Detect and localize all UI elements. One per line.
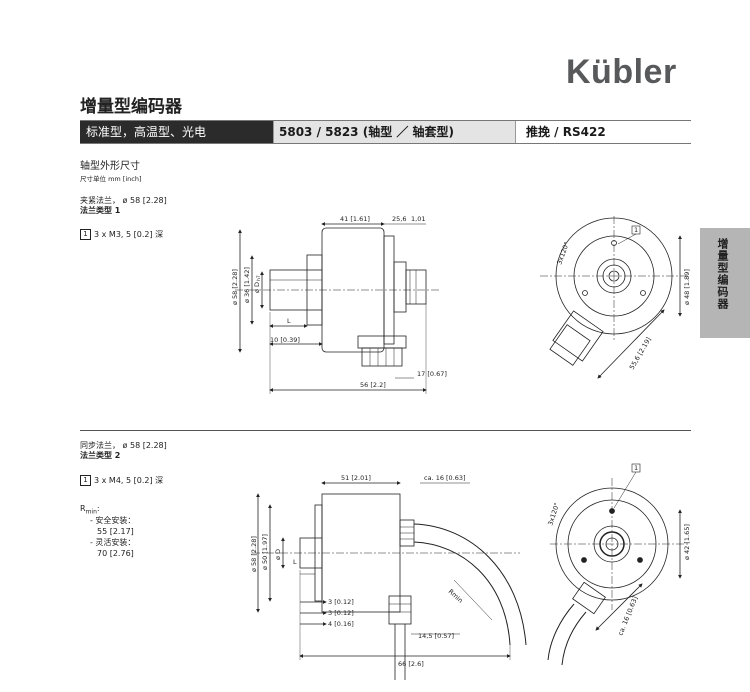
dim-66: 66 [2.6]: [398, 660, 424, 668]
dim-17: 17 [0.67]: [417, 370, 447, 378]
drawing1-side-view: [235, 222, 440, 394]
section1-note-text: 3 x M3, 5 [0.2] 深: [94, 230, 164, 239]
section1-units: 尺寸单位 mm [inch]: [80, 175, 142, 183]
header-interface-text: 推挽 / RS422: [526, 125, 606, 139]
dim-D: ø D: [253, 282, 261, 293]
header-interface: 推挽 / RS422: [515, 121, 691, 143]
section2-note-text: 3 x M4, 5 [0.2] 深: [94, 476, 164, 485]
dim-145: 14,5 [0.57]: [418, 632, 454, 640]
drawing1-front-view: [540, 216, 690, 379]
section1-flange-2: 法兰类型 1: [80, 206, 121, 215]
dim-25: 25,6: [392, 215, 406, 223]
dim-42: ø 42 [1.65]: [683, 524, 691, 560]
note-number-box: 1: [80, 475, 91, 486]
side-tab: 增量型编码器: [700, 228, 750, 338]
dim-4: 4 [0.16]: [328, 620, 354, 628]
rmin-flex: - 灵活安装：: [90, 538, 136, 547]
dim-3a: 3 [0.12]: [328, 598, 354, 606]
header-model: 5803 / 5823 (轴型 ／ 轴套型): [273, 121, 515, 143]
header-model-text: 5803 / 5823 (轴型 ／ 轴套型): [279, 125, 455, 139]
dim-556: 55,6 [2.19]: [628, 336, 653, 371]
dim-56: 56 [2.2]: [360, 381, 386, 389]
logo-text: Kübler: [566, 53, 677, 91]
dim-3b: 3 [0.12]: [328, 609, 354, 617]
side-tab-label: 增量型编码器: [716, 238, 729, 310]
header-bar: 标准型，高温型、光电 5803 / 5823 (轴型 ／ 轴套型) 推挽 / R…: [80, 120, 691, 144]
dim-ca16: ca. 16 [0.63]: [424, 474, 466, 482]
rmin-label: Rmin:: [80, 504, 100, 518]
rmin-sub: min: [85, 508, 97, 516]
section1-flange-1: 夹紧法兰， ø 58 [2.28]: [80, 196, 167, 205]
section1-title: 轴型外形尺寸: [80, 161, 140, 172]
dim-36: ø 36 [1.42]: [243, 267, 251, 303]
section2-flange-1: 同步法兰， ø 58 [2.28]: [80, 441, 167, 450]
dim-rmin: Rmin: [447, 588, 465, 605]
dim-58b: ø 58 [2.28]: [250, 536, 258, 572]
rmin-safe: - 安全安装：: [90, 516, 136, 525]
dim-41: 41 [1.61]: [340, 215, 370, 223]
rmin-safe-value: 55 [2.17]: [97, 527, 134, 536]
dim-101: 1,01: [411, 215, 425, 223]
kubler-logo: Kübler: [566, 54, 696, 90]
rmin-colon: :: [96, 504, 100, 513]
rmin-r: R: [80, 504, 86, 513]
note-number-box: 1: [80, 229, 91, 240]
drawing2-labels: 51 [2.01] ca. 16 [0.63] ø 58 [2.28] ø 50…: [250, 464, 691, 668]
dim-D-sub: h7: [256, 275, 262, 281]
dim-51: 51 [2.01]: [341, 474, 371, 482]
section-divider: [80, 430, 691, 431]
drawing2-front-view: [547, 463, 690, 666]
drawing1-labels: 41 [1.61] 25,6 1,01 ø 58 [2.28] ø 36 [1.…: [231, 215, 691, 389]
dim-10: 10 [0.39]: [270, 336, 300, 344]
dim-3x120: 3x120°: [555, 241, 571, 266]
header-product-type: 标准型，高温型、光电: [80, 121, 273, 143]
drawing2-side-view: [252, 481, 527, 680]
dim-Db: ø D: [274, 549, 282, 560]
callout-1: 1: [634, 226, 638, 234]
dim-50: ø 50 [1.97]: [261, 534, 269, 570]
dim-L: L: [287, 317, 291, 325]
dim-48: ø 48 [1.89]: [683, 269, 691, 305]
section2-flange-2: 法兰类型 2: [80, 451, 121, 460]
dim-ca16b: ca. 16 [0.63]: [616, 595, 639, 637]
callout-1b: 1: [634, 464, 638, 472]
dim-3x120b: 3x120°: [546, 502, 561, 527]
dim-Lb: L: [293, 558, 297, 566]
dim-58: ø 58 [2.28]: [231, 269, 239, 305]
rmin-flex-value: 70 [2.76]: [97, 549, 134, 558]
page-title: 增量型编码器: [80, 97, 182, 117]
